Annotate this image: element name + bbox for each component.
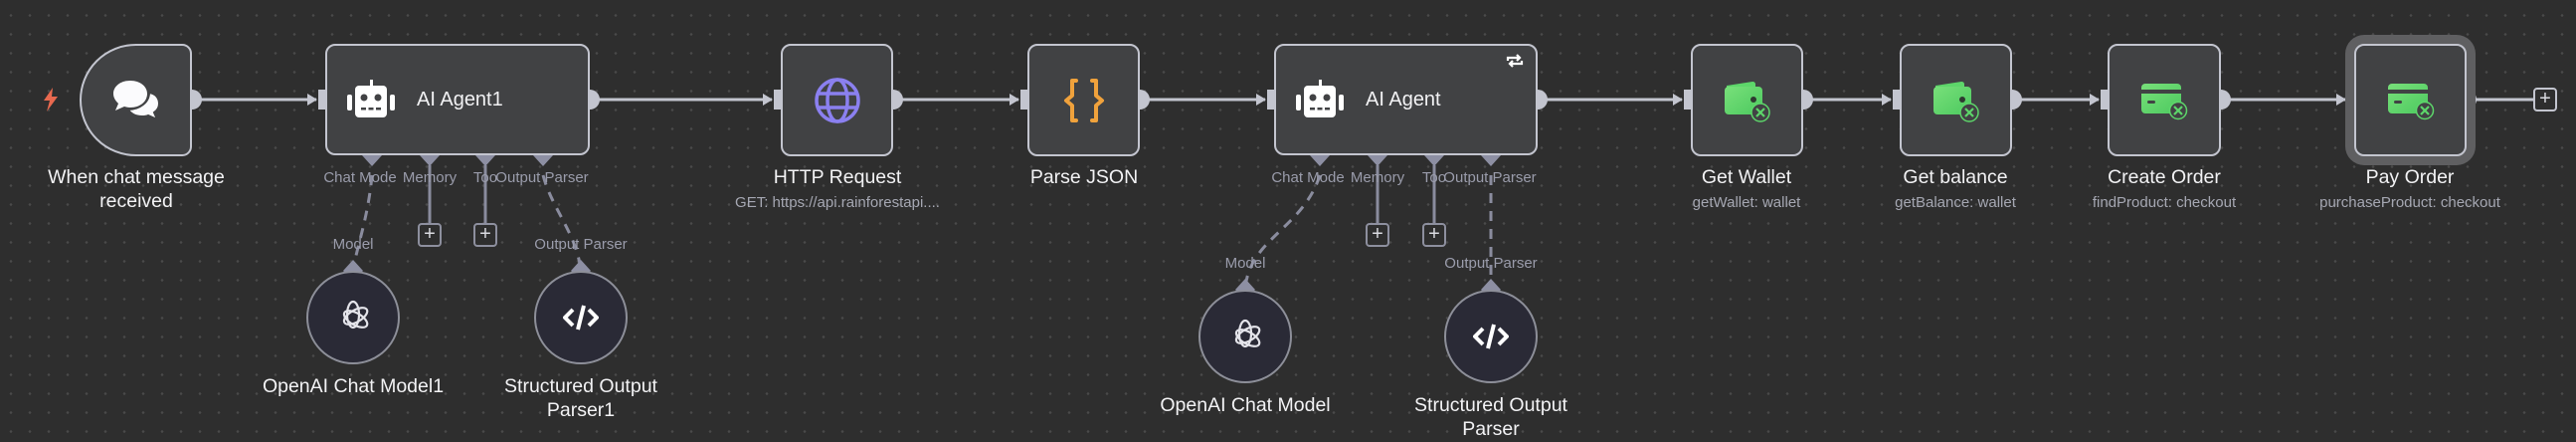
node-label: Get balance [1903,166,2008,188]
add-memory-button[interactable]: + [1366,223,1389,247]
port-label-chat-model: Chat Mode [1271,169,1345,186]
subnode-label: Structured Output Parser [1414,393,1567,441]
robot-icon [347,80,395,117]
robot-icon [1296,80,1344,117]
subnode-label: OpenAI Chat Model [1160,394,1331,416]
lightning-icon [44,88,58,111]
port-label-memory: Memory [402,169,458,186]
subnode-port-label: Output Parser [534,236,628,253]
port-label-tool: Too [1421,169,1447,186]
subnode-title-line2: Parser1 [546,399,616,421]
node-subtitle: getWallet: wallet [1692,194,1801,211]
subnode-openai-chat-model1[interactable] [306,271,400,364]
port-label-output-parser: Output Parser [1443,169,1537,186]
code-icon [1473,324,1509,349]
port-label-memory: Memory [1350,169,1405,186]
node-subtitle: findProduct: checkout [2092,194,2237,211]
loop-icon [1506,54,1524,68]
node-label: Create Order [2108,166,2221,188]
code-icon [563,305,599,331]
node-ai-agent[interactable]: AI Agent [1274,44,1538,155]
node-title-line1: When chat message [48,166,225,188]
node-create-order[interactable] [2108,44,2221,156]
node-subtitle: purchaseProduct: checkout [2319,194,2500,211]
node-label: Pay Order [2365,166,2455,188]
subnode-label: OpenAI Chat Model1 [262,375,445,397]
curly-braces-icon [1063,78,1104,122]
add-tool-button[interactable]: + [473,223,497,247]
node-label: Parse JSON [1029,166,1139,188]
subnode-port-label: Model [332,236,374,253]
subnode-openai-chat-model[interactable] [1198,290,1292,383]
node-chat-trigger[interactable] [80,44,192,156]
node-get-wallet[interactable] [1691,44,1803,156]
credit-card-icon [2387,83,2434,119]
node-label: When chat message received [48,165,225,213]
node-subtitle: getBalance: wallet [1895,194,2016,211]
subnode-structured-output-parser1[interactable] [534,271,628,364]
credit-card-icon [2141,83,2188,119]
node-http-request[interactable] [781,44,893,156]
node-label: Get Wallet [1701,166,1792,188]
node-title-line2: received [99,190,173,212]
openai-icon [342,300,369,330]
add-tool-button[interactable]: + [1422,223,1446,247]
globe-icon [814,77,860,123]
node-title: AI Agent [1366,88,1441,110]
node-parse-json[interactable] [1027,44,1140,156]
port-label-chat-model: Chat Mode [323,169,397,186]
port-label-output-parser: Output Parser [495,169,589,186]
subnode-title-line1: Structured Output [1414,394,1567,416]
node-subtitle: GET: https://api.rainforestapi.... [735,194,940,211]
node-ai-agent1[interactable]: AI Agent1 [325,44,590,155]
subnode-port-label: Model [1224,255,1266,272]
subnode-port-label: Output Parser [1444,255,1538,272]
node-pay-order[interactable] [2354,44,2467,156]
subnode-title-line2: Parser [1462,418,1520,440]
wallet-icon [1724,81,1770,122]
chat-bubbles-icon [112,80,160,121]
node-get-balance[interactable] [1900,44,2012,156]
node-label: HTTP Request [773,166,902,188]
subnode-structured-output-parser[interactable] [1444,290,1538,383]
subnode-label: Structured Output Parser1 [504,374,657,422]
wallet-icon [1932,81,1979,122]
add-node-button[interactable]: + [2533,88,2557,111]
port-label-tool: Too [472,169,498,186]
add-memory-button[interactable]: + [418,223,442,247]
openai-icon [1234,319,1261,348]
node-title: AI Agent1 [417,88,503,110]
subnode-title-line1: Structured Output [504,375,657,397]
